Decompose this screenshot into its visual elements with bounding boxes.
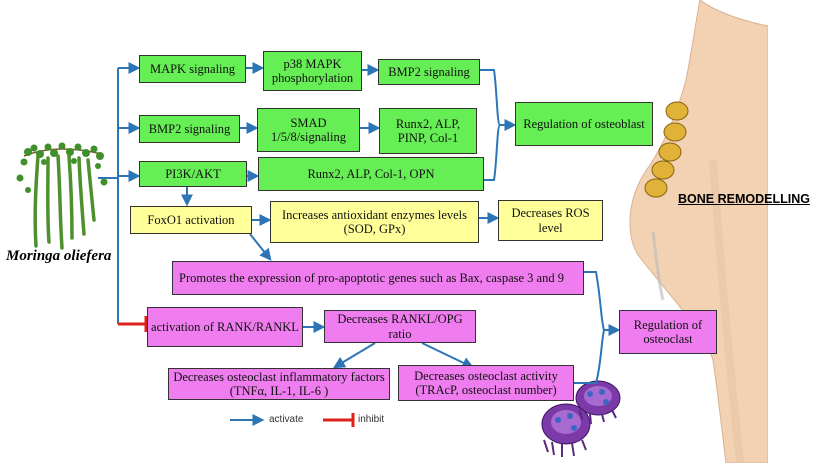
osteoclast-activity-box: Decreases osteoclast activity (TRAcP, os…: [398, 365, 574, 401]
pi3k-akt-box: PI3K/AKT: [139, 161, 247, 187]
moringa-plant-illustration: [16, 142, 108, 250]
antioxidant-enzymes-box: Increases antioxidant enzymes levels (SO…: [270, 201, 479, 243]
bmp2-signaling-box: BMP2 signaling: [139, 115, 240, 143]
p38-mapk-box: p38 MAPK phosphorylation: [263, 51, 362, 91]
decreases-ros-box: Decreases ROS level: [498, 200, 603, 241]
runx2-opn-box: Runx2, ALP, Col-1, OPN: [258, 157, 484, 191]
mapk-signaling-box: MAPK signaling: [139, 55, 246, 83]
rankl-opg-ratio-box: Decreases RANKL/OPG ratio: [324, 310, 476, 343]
smad-signaling-box: SMAD 1/5/8/signaling: [257, 108, 360, 152]
bone-remodelling-title: BONE REMODELLING: [678, 192, 810, 206]
pro-apoptotic-genes-box: Promotes the expression of pro-apoptotic…: [172, 261, 584, 295]
runx2-pinp-box: Runx2, ALP, PINP, Col-1: [379, 108, 477, 154]
plant-name-label: Moringa oliefera: [6, 248, 112, 264]
osteoblast-cells: [644, 101, 689, 198]
foxo1-activation-box: FoxO1 activation: [130, 206, 252, 234]
regulation-of-osteoclast-box: Regulation of osteoclast: [619, 310, 717, 354]
osteoclast-inflammatory-factors-box: Decreases osteoclast inflammatory factor…: [168, 368, 390, 400]
regulation-of-osteoblast-box: Regulation of osteoblast: [515, 102, 653, 146]
legend-activate-label: activate: [269, 414, 304, 425]
legend-inhibit-label: inhibit: [358, 414, 385, 425]
bone-illustration: [629, 0, 768, 463]
osteoclast-illustration: [541, 380, 621, 457]
bmp2-signaling-box-top: BMP2 signaling: [378, 59, 480, 85]
rank-rankl-box: activation of RANK/RANKL: [147, 307, 303, 347]
